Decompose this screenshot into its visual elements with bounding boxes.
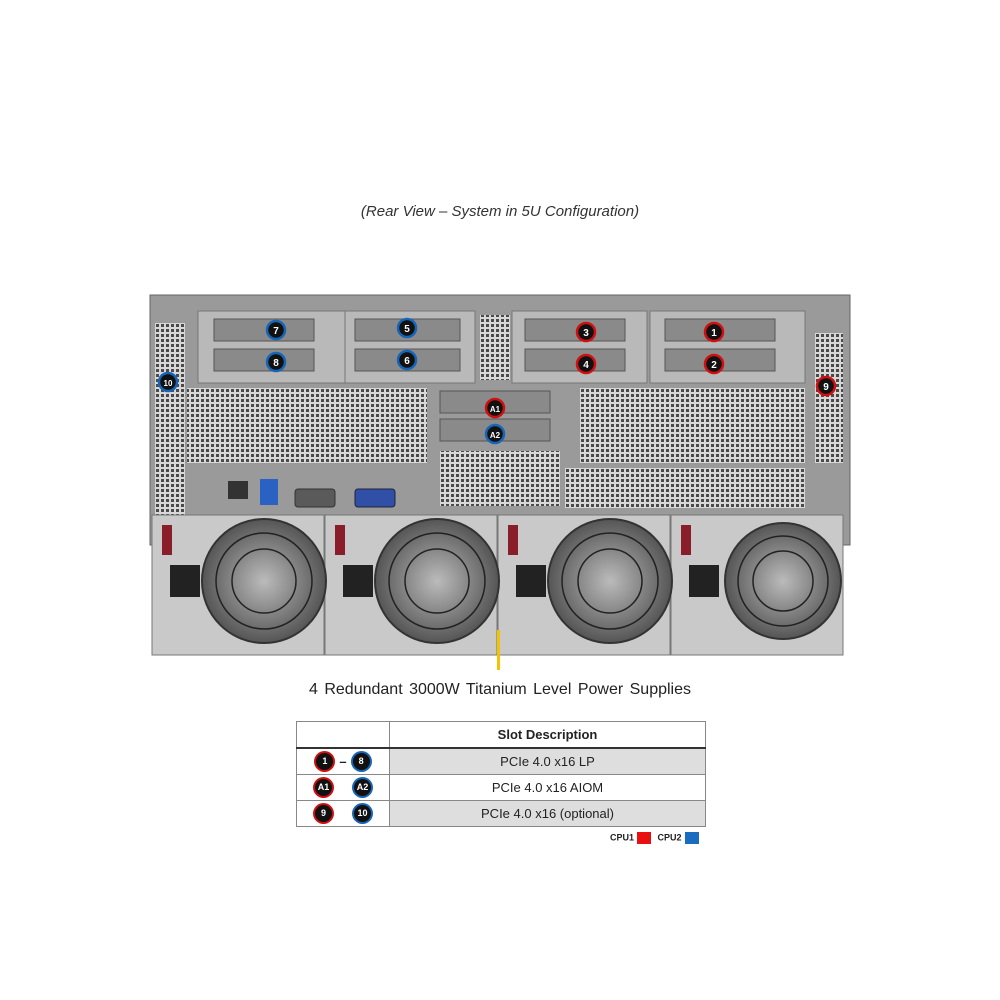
svg-text:2: 2 (711, 360, 717, 371)
psu-caption: 4 Redundant 3000W Titanium Level Power S… (309, 681, 691, 698)
slot-badge: 8 (352, 753, 370, 771)
legend-cpu2-label: CPU2 (657, 832, 682, 843)
figure-caption: (Rear View – System in 5U Configuration) (360, 203, 640, 220)
slot-key: 1–8 (296, 747, 390, 775)
legend-cpu1-label: CPU1 (610, 832, 635, 843)
cpu-legend: CPU1 CPU2 (610, 832, 703, 844)
slot-marker-5: 5 (396, 317, 418, 339)
legend-cpu1-swatch (637, 832, 652, 844)
svg-text:10: 10 (164, 379, 173, 388)
slot-marker-8: 8 (265, 351, 287, 373)
table-header: Slot Description (389, 721, 706, 749)
slot-marker-A1: A1 (484, 397, 506, 419)
slot-badge: 9 (315, 805, 332, 823)
slot-marker-A2: A2 (484, 423, 506, 445)
table-header-blank (296, 721, 390, 749)
table-row: 1–8 PCIe 4.0 x16 LP (296, 747, 706, 775)
legend-cpu2-swatch (684, 832, 699, 844)
slot-description: PCIe 4.0 x16 AIOM (389, 774, 706, 801)
psu-pointer-line (497, 630, 500, 670)
slot-marker-1: 1 (703, 321, 725, 343)
svg-text:3: 3 (583, 328, 589, 339)
svg-text:5: 5 (404, 324, 410, 335)
range-dash: – (339, 754, 347, 770)
svg-text:A1: A1 (490, 405, 501, 414)
slot-description: PCIe 4.0 x16 (optional) (389, 800, 706, 827)
slot-marker-10: 10 (157, 371, 179, 393)
slot-description: PCIe 4.0 x16 LP (389, 747, 706, 775)
slot-marker-9: 9 (815, 375, 837, 397)
slot-badge: 10 (354, 805, 371, 823)
slot-key: 9 10 (296, 800, 390, 827)
slot-marker-4: 4 (575, 353, 597, 375)
slot-marker-3: 3 (575, 321, 597, 343)
svg-text:9: 9 (823, 382, 829, 393)
table-row: 9 10 PCIe 4.0 x16 (optional) (296, 800, 706, 827)
slot-badge: 1 (316, 753, 334, 771)
power-supplies (151, 514, 844, 656)
server-rear-view: 7 8 5 6 3 4 1 2 10 9 A1 A2 (149, 294, 851, 656)
svg-text:6: 6 (404, 356, 410, 367)
slot-marker-6: 6 (396, 349, 418, 371)
table-row: A1 A2 PCIe 4.0 x16 AIOM (296, 774, 706, 801)
slot-badge: A2 (354, 779, 371, 797)
svg-text:7: 7 (273, 326, 279, 337)
slot-marker-2: 2 (703, 353, 725, 375)
svg-text:A2: A2 (490, 431, 501, 440)
slot-badge: A1 (315, 779, 332, 797)
svg-text:8: 8 (273, 358, 279, 369)
slot-marker-7: 7 (265, 319, 287, 341)
slot-key: A1 A2 (296, 774, 390, 801)
svg-text:1: 1 (711, 328, 717, 339)
svg-text:4: 4 (583, 360, 589, 371)
